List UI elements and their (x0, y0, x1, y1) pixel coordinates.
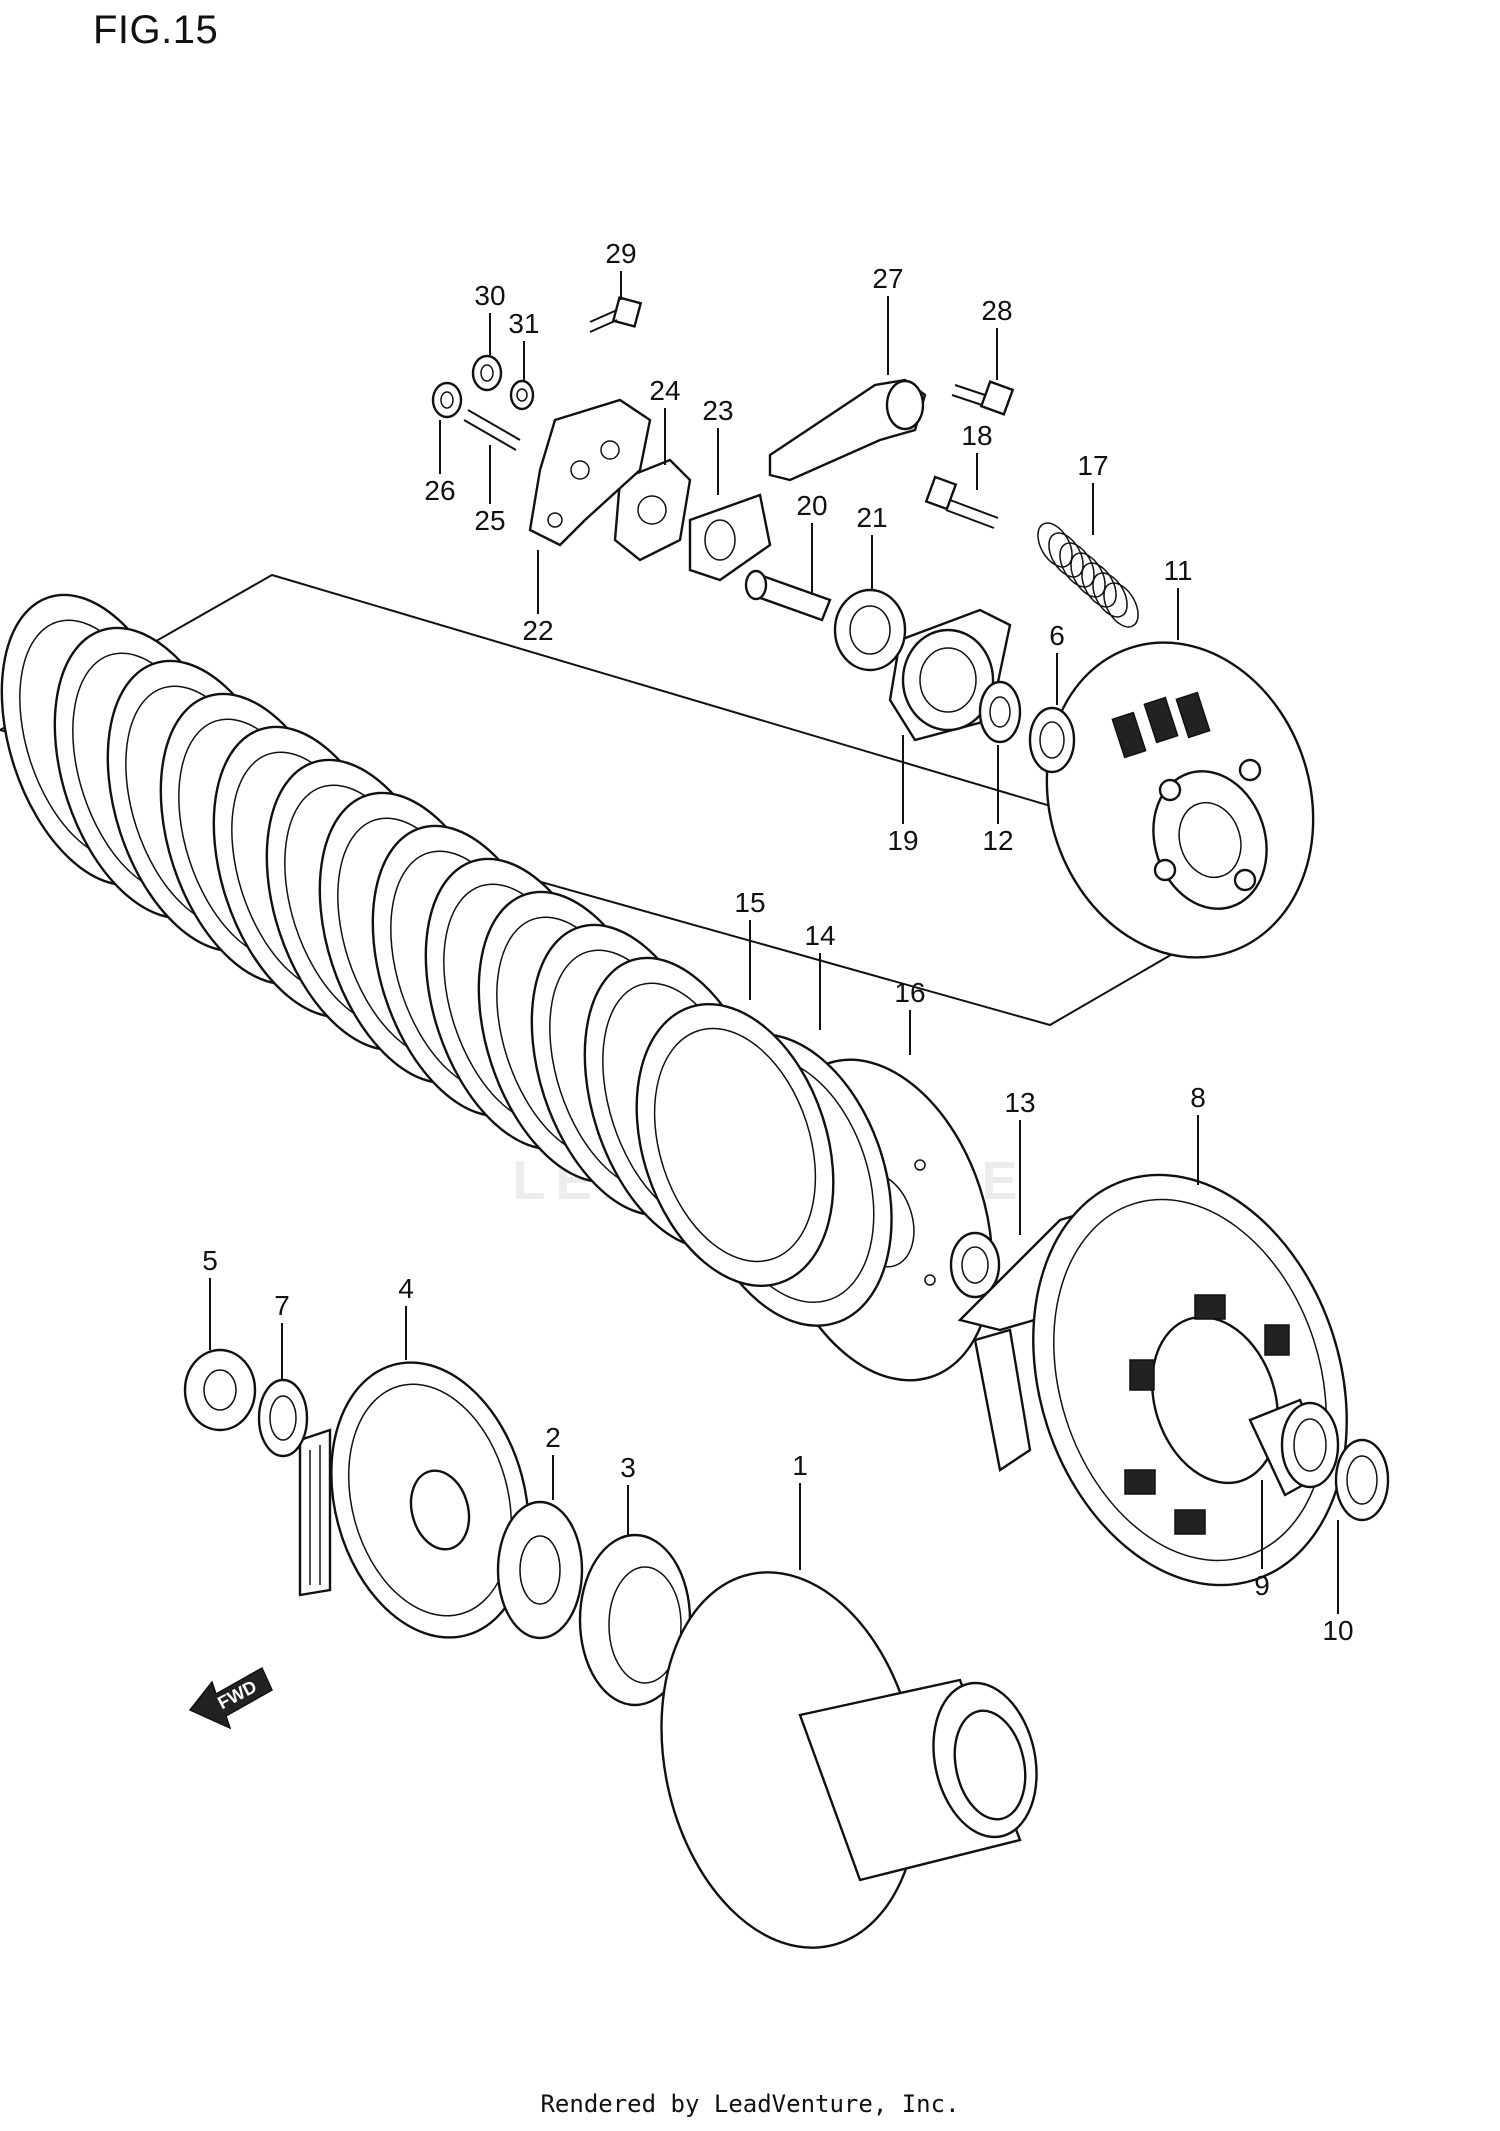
part-29-bolt (589, 296, 643, 333)
part-31-washer (509, 379, 535, 411)
callout-1: 1 (792, 1450, 808, 1481)
part-1-clutch-drum (660, 1571, 1038, 1949)
part-3-one-way-cage (578, 1533, 692, 1707)
part-28-bolt (951, 380, 1015, 416)
callout-23: 23 (702, 395, 733, 426)
part-18-bolt (924, 475, 999, 529)
spring-coil (1092, 572, 1128, 618)
callout-14: 14 (804, 920, 835, 951)
footer-credit: Rendered by LeadVenture, Inc. (540, 2090, 960, 2118)
callout-4: 4 (398, 1273, 414, 1304)
callout-5: 5 (202, 1245, 218, 1276)
spring-coil (1059, 542, 1095, 588)
callout-27: 27 (872, 263, 903, 294)
callout-12: 12 (982, 825, 1013, 856)
part-7-washer (257, 1378, 309, 1458)
callout-2: 2 (545, 1422, 561, 1453)
part-12-nut (978, 680, 1022, 744)
callout-25: 25 (474, 505, 505, 536)
part-5-nut (183, 1348, 257, 1432)
part-21-bearing (833, 588, 907, 672)
callout-19: 19 (887, 825, 918, 856)
callout-26: 26 (424, 475, 455, 506)
callout-13: 13 (1004, 1087, 1035, 1118)
callout-10: 10 (1322, 1615, 1353, 1646)
callout-7: 7 (274, 1290, 290, 1321)
part-24-gasket (613, 458, 692, 562)
callout-16: 16 (894, 977, 925, 1008)
callout-18: 18 (961, 420, 992, 451)
part-26-nut (431, 381, 463, 419)
spring-coil (1037, 522, 1073, 568)
part-2-one-way-clutch (496, 1500, 584, 1640)
part-30-nut (471, 354, 503, 392)
part-10-washer (1334, 1438, 1390, 1522)
part-23-lifter-cam (688, 493, 772, 582)
callout-9: 9 (1254, 1570, 1270, 1601)
part-20-lifter-rod (744, 569, 832, 622)
part-4-shoe-assembly (298, 1361, 530, 1639)
callout-31: 31 (508, 308, 539, 339)
spring-coil (1070, 552, 1106, 598)
callout-15: 15 (734, 887, 765, 918)
callout-29: 29 (605, 238, 636, 269)
part-6-washer (1028, 706, 1076, 774)
spring-coil (1048, 532, 1084, 578)
part-25-stud (463, 409, 521, 451)
part-9-spacer (1248, 1398, 1340, 1497)
callout-30: 30 (474, 280, 505, 311)
part-27-release-arm (768, 378, 927, 482)
spring-coil (1081, 562, 1117, 608)
fwd-arrow: FWD (188, 1666, 273, 1730)
spring-coil (1103, 582, 1139, 628)
callout-22: 22 (522, 615, 553, 646)
callout-8: 8 (1190, 1082, 1206, 1113)
figure-title: FIG.15 (93, 8, 219, 52)
callout-17: 17 (1077, 450, 1108, 481)
part-15-seat-washer (635, 1002, 835, 1288)
part-22-bracket (528, 398, 652, 547)
callout-28: 28 (981, 295, 1012, 326)
callout-3: 3 (620, 1452, 636, 1483)
callout-21: 21 (856, 502, 887, 533)
part-8-clutch-housing (957, 1173, 1348, 1587)
callout-20: 20 (796, 490, 827, 521)
callout-6: 6 (1049, 620, 1065, 651)
part-13-washer (949, 1231, 1001, 1299)
part-11-sleeve-hub (1045, 641, 1315, 959)
callout-11: 11 (1163, 555, 1192, 586)
callout-24: 24 (649, 375, 680, 406)
clutch-plate-stack (0, 593, 773, 1250)
part-17-spring (1037, 522, 1139, 628)
